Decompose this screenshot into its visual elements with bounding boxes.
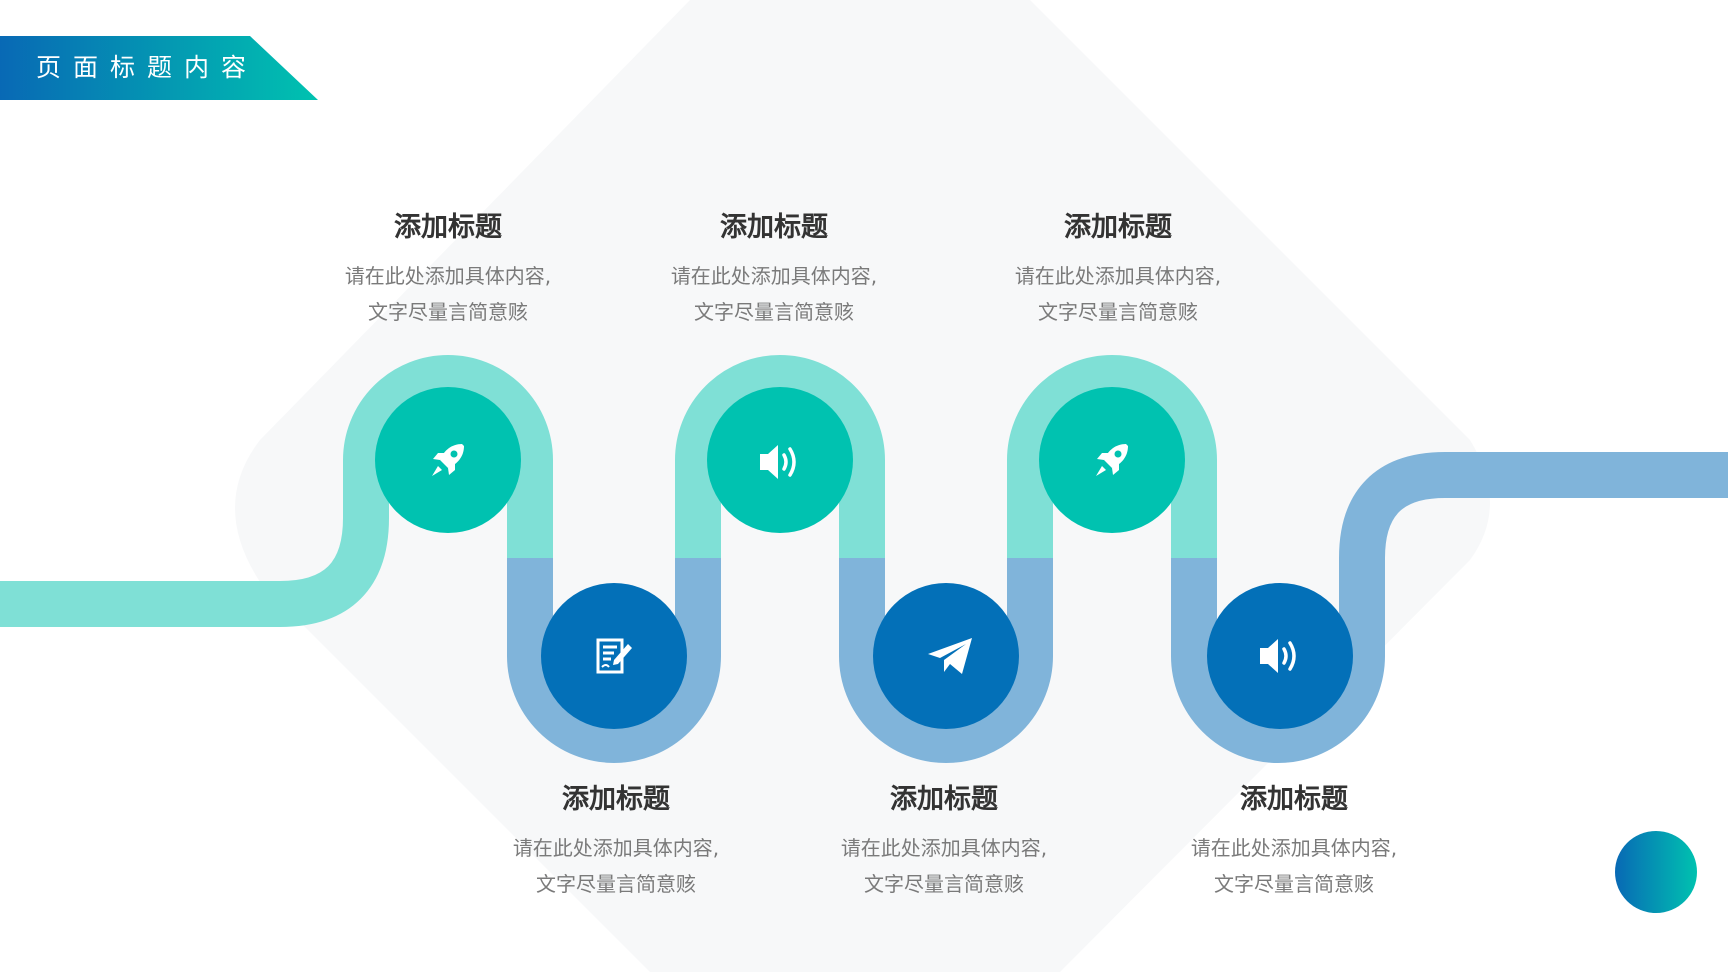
step-description-line: 文字尽量言简意赅	[1038, 300, 1198, 324]
step-description-line: 文字尽量言简意赅	[536, 872, 696, 896]
step-description: 请在此处添加具体内容, 文字尽量言简意赅	[804, 830, 1084, 902]
paper-plane-icon	[928, 638, 972, 674]
step-description-line: 请在此处添加具体内容,	[670, 264, 878, 288]
step-description: 请在此处添加具体内容, 文字尽量言简意赅	[634, 258, 914, 330]
node-circle-2	[541, 583, 687, 729]
step-6: 添加标题 请在此处添加具体内容, 文字尽量言简意赅	[1154, 780, 1434, 902]
node-circle-3	[707, 387, 853, 533]
step-title: 添加标题	[1064, 212, 1172, 243]
step-description-line: 文字尽量言简意赅	[368, 300, 528, 324]
step-description-line: 请在此处添加具体内容,	[1190, 836, 1398, 860]
step-description: 请在此处添加具体内容, 文字尽量言简意赅	[308, 258, 588, 330]
speaker-icon	[1260, 639, 1296, 673]
rocket-icon	[1096, 444, 1128, 476]
node-circle-6	[1207, 583, 1353, 729]
step-description-line: 请在此处添加具体内容,	[344, 264, 552, 288]
step-title: 添加标题	[562, 784, 670, 815]
rocket-icon	[432, 444, 464, 476]
step-description: 请在此处添加具体内容, 文字尽量言简意赅	[1154, 830, 1434, 902]
path-teal	[0, 355, 1217, 627]
step-title: 添加标题	[890, 784, 998, 815]
step-5: 添加标题 请在此处添加具体内容, 文字尽量言简意赅	[978, 208, 1258, 330]
page-title: 页面标题内容	[36, 53, 259, 82]
step-4: 添加标题 请在此处添加具体内容, 文字尽量言简意赅	[804, 780, 1084, 902]
document-edit-icon	[596, 638, 632, 674]
step-title: 添加标题	[720, 212, 828, 243]
header-banner	[0, 36, 318, 100]
step-2: 添加标题 请在此处添加具体内容, 文字尽量言简意赅	[476, 780, 756, 902]
step-title: 添加标题	[394, 212, 502, 243]
step-1: 添加标题 请在此处添加具体内容, 文字尽量言简意赅	[308, 208, 588, 330]
path-blue	[507, 452, 1728, 763]
node-circle-4	[873, 583, 1019, 729]
decorative-dot	[1615, 831, 1697, 913]
step-title: 添加标题	[1240, 784, 1348, 815]
step-description-line: 请在此处添加具体内容,	[512, 836, 720, 860]
step-description: 请在此处添加具体内容, 文字尽量言简意赅	[476, 830, 756, 902]
step-description: 请在此处添加具体内容, 文字尽量言简意赅	[978, 258, 1258, 330]
step-description-line: 请在此处添加具体内容,	[840, 836, 1048, 860]
step-description-line: 请在此处添加具体内容,	[1014, 264, 1222, 288]
step-description-line: 文字尽量言简意赅	[864, 872, 1024, 896]
step-description-line: 文字尽量言简意赅	[694, 300, 854, 324]
step-3: 添加标题 请在此处添加具体内容, 文字尽量言简意赅	[634, 208, 914, 330]
step-description-line: 文字尽量言简意赅	[1214, 872, 1374, 896]
speaker-icon	[760, 445, 796, 479]
